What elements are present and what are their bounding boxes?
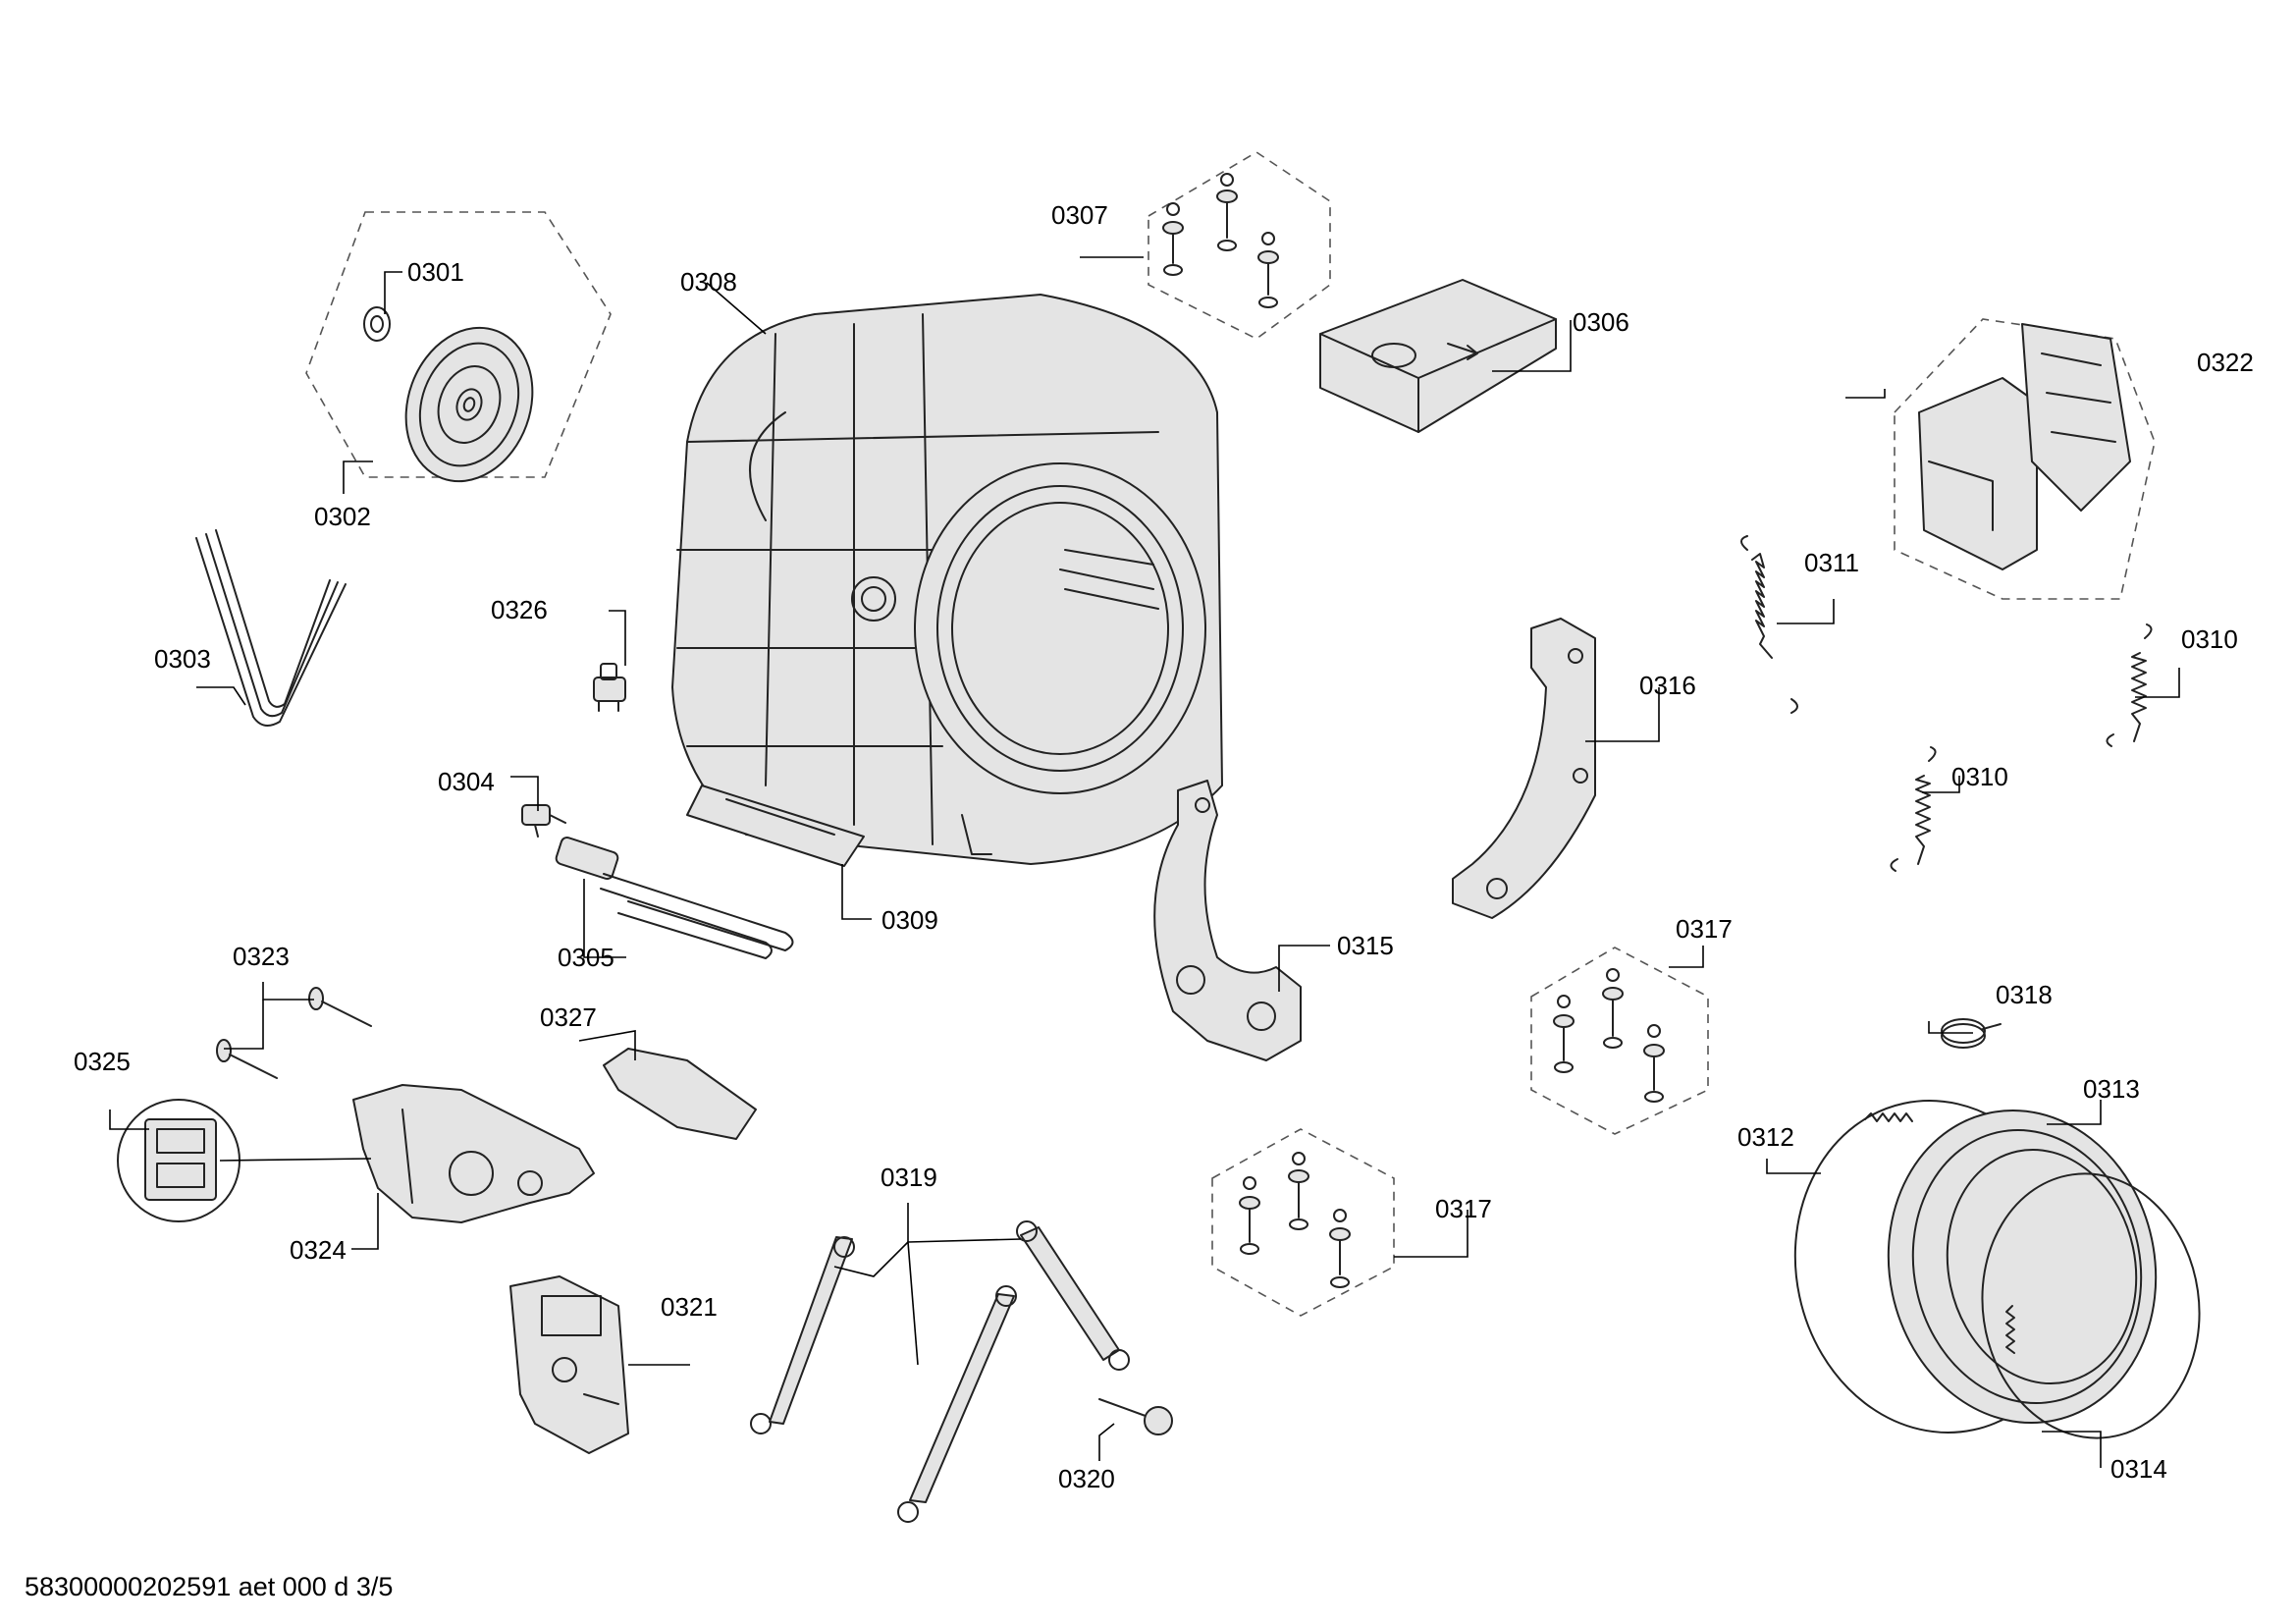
label-0311: 0311 bbox=[1804, 548, 1859, 577]
label-0317-a: 0317 bbox=[1676, 914, 1733, 944]
label-0320: 0320 bbox=[1058, 1464, 1115, 1493]
door-seal bbox=[1793, 1100, 2201, 1439]
motor-control-board bbox=[509, 1275, 629, 1454]
label-0308: 0308 bbox=[680, 267, 737, 297]
pulley-group bbox=[305, 211, 612, 483]
label-0326: 0326 bbox=[491, 595, 548, 624]
label-0312: 0312 bbox=[1737, 1122, 1794, 1152]
bolt-set-bottom bbox=[1211, 1128, 1395, 1317]
label-0310-a: 0310 bbox=[2181, 624, 2238, 654]
spring-short-a bbox=[2106, 623, 2153, 747]
heater-element bbox=[555, 836, 794, 959]
ntc-sensor-part bbox=[521, 804, 566, 838]
suspension-bracket-right bbox=[1452, 618, 1596, 919]
suspension-bracket-left bbox=[1153, 780, 1302, 1061]
label-0314: 0314 bbox=[2110, 1454, 2167, 1484]
bolt-set-top bbox=[1148, 151, 1331, 340]
label-0304: 0304 bbox=[438, 767, 495, 796]
label-0316: 0316 bbox=[1639, 671, 1696, 700]
label-0322: 0322 bbox=[2197, 348, 2254, 377]
hose-clamp bbox=[1941, 1018, 2002, 1049]
label-0313: 0313 bbox=[2083, 1074, 2140, 1104]
shock-absorbers bbox=[750, 1220, 1130, 1523]
bolt-set-right bbox=[1530, 947, 1709, 1135]
label-0319: 0319 bbox=[881, 1163, 937, 1192]
document-footer: 58300000202591 aet 000 d 3/5 bbox=[25, 1572, 393, 1601]
shock-bolt bbox=[1098, 1398, 1173, 1435]
label-0315: 0315 bbox=[1337, 931, 1394, 960]
spring-short-b bbox=[1890, 746, 1937, 872]
label-0306: 0306 bbox=[1573, 307, 1629, 337]
label-0327: 0327 bbox=[540, 1002, 597, 1032]
label-0317-b: 0317 bbox=[1435, 1194, 1492, 1223]
sensor-part bbox=[593, 663, 626, 712]
label-0324: 0324 bbox=[290, 1235, 347, 1265]
part-labels: 0301 0302 0303 0304 0305 0306 0307 0308 … bbox=[74, 200, 2254, 1493]
label-0323: 0323 bbox=[233, 942, 290, 971]
label-0310-b: 0310 bbox=[1951, 762, 2008, 791]
label-0307: 0307 bbox=[1051, 200, 1108, 230]
drum-baffle bbox=[686, 785, 865, 867]
label-0321: 0321 bbox=[661, 1292, 718, 1322]
label-0318: 0318 bbox=[1996, 980, 2053, 1009]
label-0302: 0302 bbox=[314, 502, 371, 531]
label-0301: 0301 bbox=[407, 257, 464, 287]
cover-plate bbox=[603, 1048, 757, 1140]
label-0309: 0309 bbox=[881, 905, 938, 935]
drive-motor bbox=[352, 1084, 595, 1223]
label-0305: 0305 bbox=[558, 943, 614, 972]
drive-belt bbox=[195, 529, 347, 727]
label-0303: 0303 bbox=[154, 644, 211, 674]
leader-lines bbox=[109, 256, 2180, 1468]
control-module-group bbox=[1894, 318, 2156, 600]
label-0325: 0325 bbox=[74, 1047, 131, 1076]
drum-tub bbox=[671, 294, 1223, 865]
counterweight bbox=[1319, 279, 1557, 433]
screws-pair bbox=[216, 987, 372, 1079]
spring-long bbox=[1740, 535, 1798, 714]
